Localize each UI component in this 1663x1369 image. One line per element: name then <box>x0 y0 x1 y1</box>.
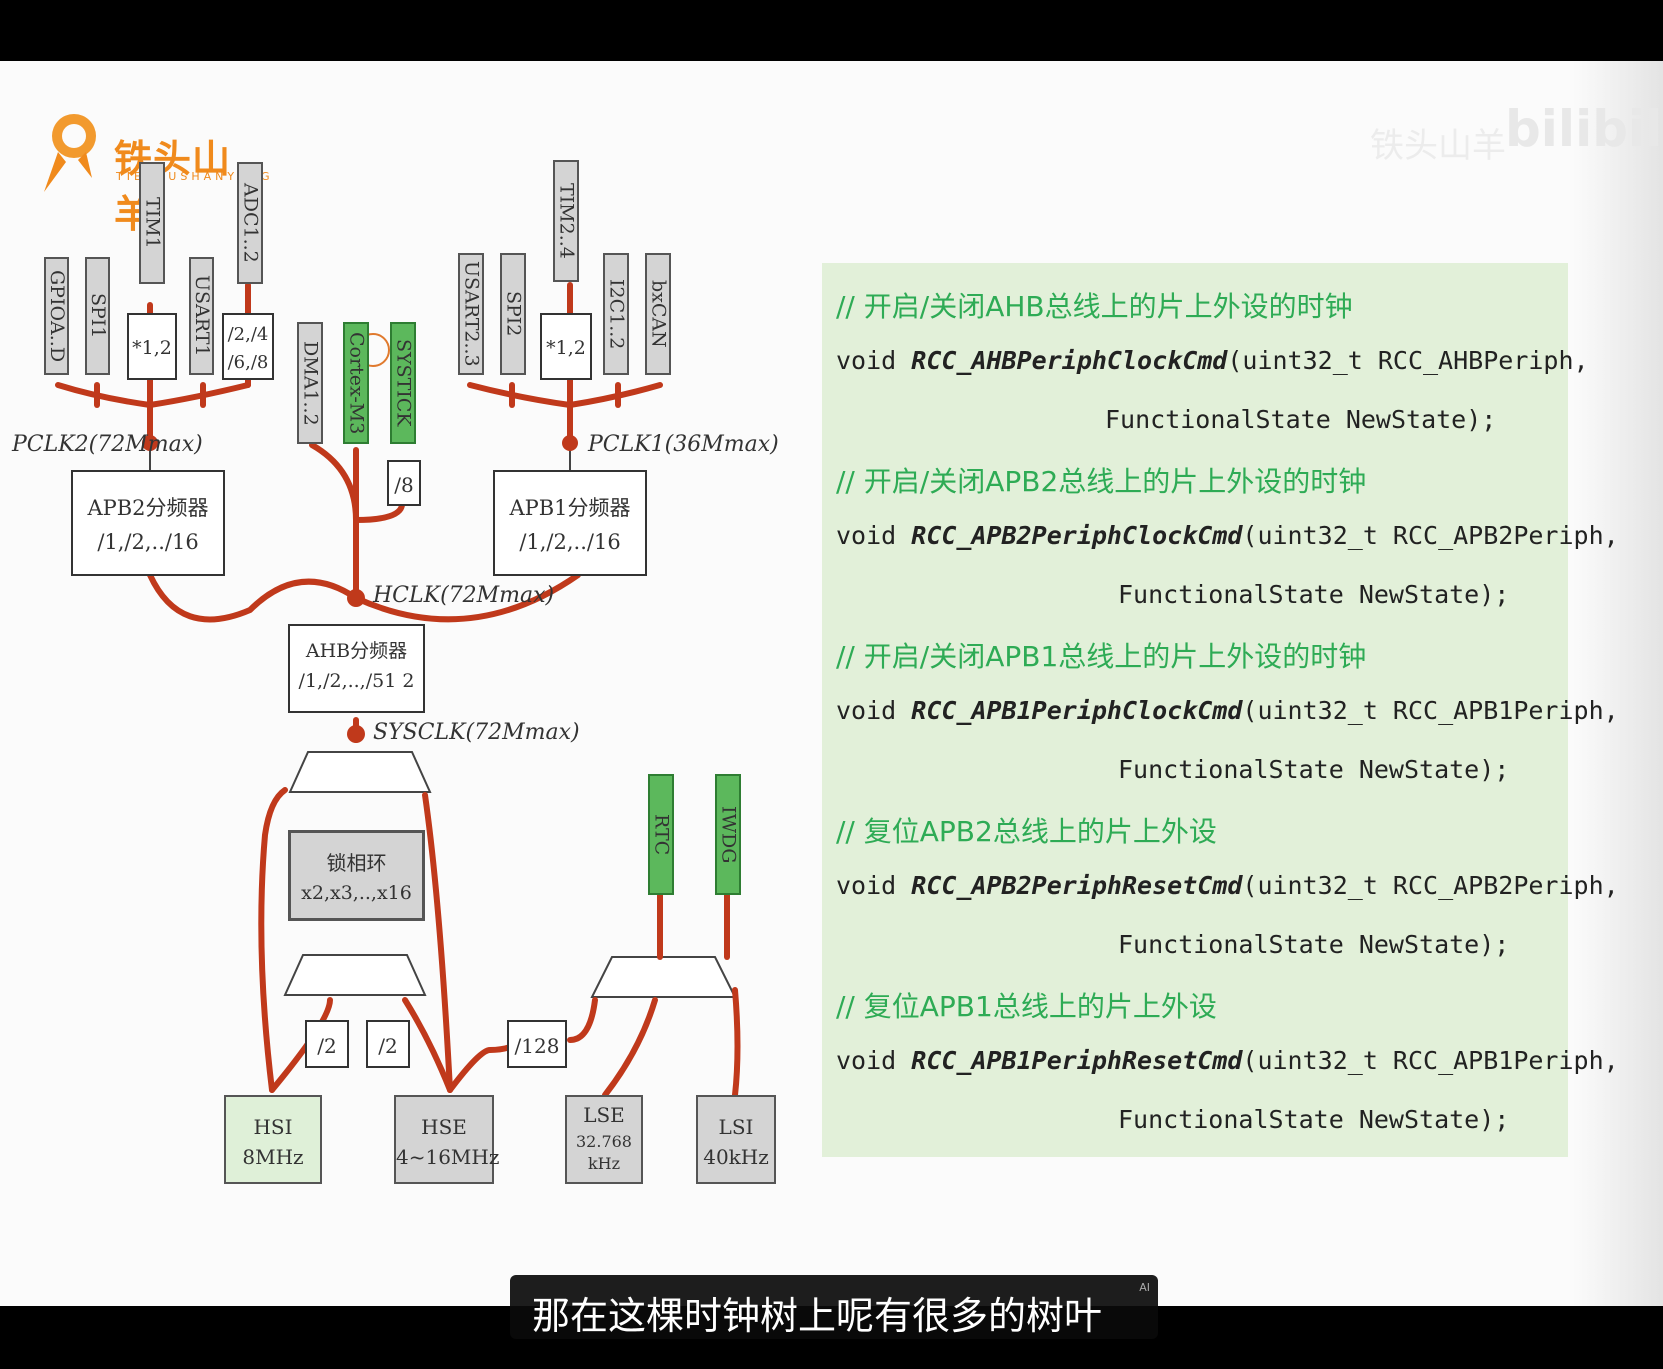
tim1-multiplier: *1,2 <box>127 313 177 380</box>
code-ahb-clock-cmd-cont: FunctionalState NewState); <box>1105 405 1497 434</box>
apb1-prescaler-range: /1,/2,../16 <box>519 530 621 554</box>
tim24-multiplier: *1,2 <box>540 313 592 380</box>
code-panel: // 开启/关闭AHB总线上的片上外设的时钟 void RCC_AHBPerip… <box>822 263 1619 1157</box>
code-apb2-clock-cmd: void RCC_APB2PeriphClockCmd(uint32_t RCC… <box>836 521 1619 550</box>
code-params: (uint32_t RCC_APB2Periph, <box>1242 521 1619 550</box>
apb1-prescaler-title: APB1分频器 <box>509 496 631 520</box>
code-params: (uint32_t RCC_APB1Periph, <box>1242 1046 1619 1075</box>
ahb-prescaler-range: /1,/2,..,/51 2 <box>298 670 415 692</box>
hclk-label: HCLK(72Mmax) <box>373 583 555 608</box>
bilibili-watermark: bilibili <box>1505 100 1663 158</box>
code-keyword: void <box>836 696 912 725</box>
clock-tree-diagram: GPIOA..D SPI1 TIM1 USART1 ADC1..2 *1,2 /… <box>0 0 800 1369</box>
systick-divider: /8 <box>387 460 421 506</box>
systick-peripheral: SYSTICK <box>390 322 416 444</box>
rtc-peripheral: RTC <box>648 774 674 895</box>
hsi-name: HSI <box>253 1115 293 1139</box>
lse-name: LSE <box>583 1103 625 1127</box>
code-apb1-reset-cmd: void RCC_APB1PeriphResetCmd(uint32_t RCC… <box>836 1046 1619 1075</box>
pclk2-label: PCLK2(72Mmax) <box>12 432 203 457</box>
dma-peripheral: DMA1..2 <box>297 322 323 444</box>
hse-name: HSE <box>421 1115 467 1139</box>
pll-range: x2,x3,..,x16 <box>301 882 412 904</box>
hse-div2: /2 <box>366 1020 410 1068</box>
code-keyword: void <box>836 346 912 375</box>
clock-tree-wires <box>55 282 741 1098</box>
apb2-prescaler-range: /1,/2,../16 <box>97 530 199 554</box>
code-params: (uint32_t RCC_APB2Periph, <box>1242 871 1619 900</box>
lse-oscillator: LSE 32.768 kHz <box>565 1095 643 1184</box>
bxcan-peripheral: bxCAN <box>645 253 671 375</box>
watermark-author: 铁头山羊 <box>1370 126 1506 166</box>
goat-logo-icon <box>44 114 96 192</box>
lsi-name: LSI <box>718 1115 754 1139</box>
apb2-prescaler: APB2分频器 /1,/2,../16 <box>71 470 225 576</box>
function-name: RCC_APB1PeriphResetCmd <box>911 1046 1243 1075</box>
cortex-m3-peripheral: Cortex-M3 <box>343 322 369 444</box>
hsi-oscillator: HSI 8MHz <box>224 1095 322 1184</box>
ahb-prescaler-title: AHB分频器 <box>305 640 408 662</box>
subtitle-text: 那在这棵时钟树上呢有很多的树叶 <box>532 1294 1103 1338</box>
usart23-peripheral: USART2..3 <box>458 253 484 375</box>
slide-edge-shade <box>1573 61 1663 1306</box>
pll-block: 锁相环 x2,x3,..,x16 <box>288 830 425 921</box>
code-apb2-reset-cmd: void RCC_APB2PeriphResetCmd(uint32_t RCC… <box>836 871 1619 900</box>
spi1-peripheral: SPI1 <box>85 257 110 375</box>
comment-apb2-clock: // 开启/关闭APB2总线上的片上外设的时钟 <box>836 465 1367 498</box>
apb1-prescaler: APB1分频器 /1,/2,../16 <box>493 470 647 576</box>
lsi-oscillator: LSI 40kHz <box>696 1095 776 1184</box>
hse-oscillator: HSE 4~16MHz <box>394 1095 500 1184</box>
lse-freq: 32.768 kHz <box>576 1132 632 1173</box>
code-keyword: void <box>836 871 912 900</box>
i2c-peripheral: I2C1..2 <box>603 253 629 375</box>
code-params: (uint32_t RCC_APB1Periph, <box>1242 696 1619 725</box>
adc-peripheral: ADC1..2 <box>237 162 263 284</box>
ahb-prescaler: AHB分频器 /1,/2,..,/51 2 <box>288 624 425 713</box>
subtitle-caption: 那在这棵时钟树上呢有很多的树叶 AI <box>510 1275 1158 1339</box>
code-params: (uint32_t RCC_AHBPeriph, <box>1227 346 1589 375</box>
comment-apb1-reset: // 复位APB1总线上的片上外设 <box>836 990 1217 1023</box>
function-name: RCC_AHBPeriphClockCmd <box>911 346 1228 375</box>
apb2-prescaler-title: APB2分频器 <box>87 496 209 520</box>
hsi-div2: /2 <box>305 1020 349 1068</box>
code-apb1-clock-cmd-cont: FunctionalState NewState); <box>1118 755 1510 784</box>
code-keyword: void <box>836 1046 912 1075</box>
code-apb2-clock-cmd-cont: FunctionalState NewState); <box>1118 580 1510 609</box>
code-keyword: void <box>836 521 912 550</box>
hse-freq: 4~16MHz <box>396 1145 500 1169</box>
comment-ahb-clock: // 开启/关闭AHB总线上的片上外设的时钟 <box>836 290 1353 323</box>
lsi-freq: 40kHz <box>703 1145 769 1169</box>
code-apb2-reset-cmd-cont: FunctionalState NewState); <box>1118 930 1510 959</box>
comment-apb2-reset: // 复位APB2总线上的片上外设 <box>836 815 1217 848</box>
spi2-peripheral: SPI2 <box>500 253 526 375</box>
tim24-peripheral: TIM2..4 <box>553 160 579 282</box>
adc-prescaler: /2,/4 /6,/8 <box>222 313 274 380</box>
sysclk-label: SYSCLK(72Mmax) <box>373 720 580 745</box>
hse-div128: /128 <box>507 1020 567 1068</box>
code-ahb-clock-cmd: void RCC_AHBPeriphClockCmd(uint32_t RCC_… <box>836 346 1589 375</box>
hsi-freq: 8MHz <box>242 1145 304 1169</box>
usart1-peripheral: USART1 <box>189 257 214 375</box>
pclk1-label: PCLK1(36Mmax) <box>588 432 779 457</box>
comment-apb1-clock: // 开启/关闭APB1总线上的片上外设的时钟 <box>836 640 1367 673</box>
code-apb1-clock-cmd: void RCC_APB1PeriphClockCmd(uint32_t RCC… <box>836 696 1619 725</box>
gpio-peripheral: GPIOA..D <box>44 257 69 375</box>
iwdg-peripheral: IWDG <box>715 774 741 895</box>
tim1-peripheral: TIM1 <box>139 162 165 284</box>
brand-logo: 铁头山羊 TIETOUSHANYANG <box>36 100 270 236</box>
code-apb1-reset-cmd-cont: FunctionalState NewState); <box>1118 1105 1510 1134</box>
pll-title: 锁相环 <box>326 851 387 875</box>
video-top-bar <box>0 0 1663 61</box>
ai-subtitle-badge: AI <box>1139 1281 1150 1294</box>
function-name: RCC_APB1PeriphClockCmd <box>911 696 1243 725</box>
function-name: RCC_APB2PeriphResetCmd <box>911 871 1243 900</box>
function-name: RCC_APB2PeriphClockCmd <box>911 521 1243 550</box>
